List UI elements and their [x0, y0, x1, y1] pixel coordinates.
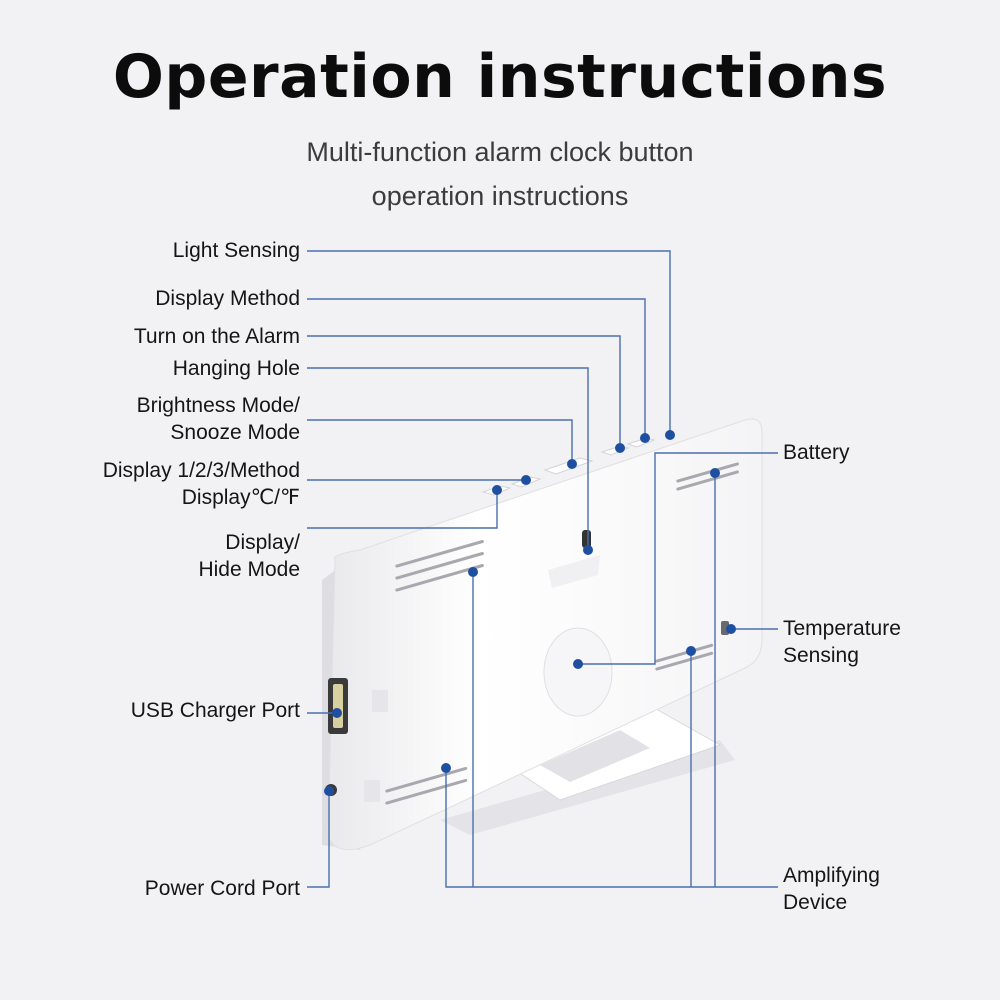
label-display123-line-1: Display 1/2/3/Method	[102, 459, 300, 482]
leader-turn-on-alarm	[307, 335, 621, 448]
dot-temperature	[726, 624, 736, 634]
label-battery: Battery	[783, 441, 850, 464]
label-amplifying-line-2: Device	[783, 891, 848, 914]
label-display-hide: Display/ Hide Mode	[198, 529, 300, 583]
dot-amplifying-4	[710, 468, 720, 478]
dot-usb-port	[332, 708, 342, 718]
label-light-sensing: Light Sensing	[172, 239, 300, 262]
label-amplifying: Amplifying Device	[783, 862, 880, 916]
leader-display-method	[307, 298, 646, 438]
label-display-method: Display Method	[155, 287, 300, 310]
dot-light-sensing	[665, 430, 675, 440]
speaker-grille-bottom-right	[655, 643, 714, 671]
device-body	[327, 418, 763, 851]
dot-amplifying-1	[441, 763, 451, 773]
leader-light-sensing	[307, 250, 671, 435]
page-subtitle: Multi-function alarm clock button operat…	[0, 130, 1000, 218]
marker-dots	[324, 430, 736, 796]
leader-amplifying	[445, 768, 778, 888]
label-display-hide-line-1: Display/	[225, 531, 300, 554]
speaker-grille-top-right	[676, 462, 739, 491]
dot-amplifying-2	[468, 567, 478, 577]
dot-display-123	[521, 475, 531, 485]
dot-power-port	[324, 786, 334, 796]
leader-battery	[578, 452, 778, 665]
dot-display-method	[640, 433, 650, 443]
speaker-grille-bottom-left	[385, 766, 468, 805]
leader-lines	[307, 250, 778, 888]
label-temperature: Temperature Sensing	[783, 615, 901, 669]
alarm-clock-device	[322, 418, 763, 851]
hanging-recess	[548, 555, 600, 588]
leader-power-port	[307, 792, 330, 888]
dot-hanging-hole	[583, 545, 593, 555]
label-turn-on-alarm: Turn on the Alarm	[133, 325, 300, 348]
label-usb-port: USB Charger Port	[130, 699, 300, 722]
page-title: Operation instructions	[112, 42, 888, 112]
stand-cutout	[540, 730, 650, 782]
label-display-123: Display 1/2/3/Method Display℃/℉	[103, 457, 300, 511]
label-hanging-hole: Hanging Hole	[172, 357, 300, 380]
label-temperature-line-1: Temperature	[783, 617, 901, 640]
label-display123-line-2: Display℃/℉	[181, 486, 300, 509]
dot-amplifying-3	[686, 646, 696, 656]
label-temperature-line-2: Sensing	[783, 644, 859, 667]
label-amplifying-line-1: Amplifying	[783, 864, 880, 887]
label-brightness-line-1: Brightness Mode/	[136, 394, 300, 417]
hanging-hole	[582, 530, 591, 548]
label-power-port: Power Cord Port	[144, 877, 300, 900]
leader-display-hide	[307, 490, 498, 529]
label-brightness-mode: Brightness Mode/ Snooze Mode	[137, 392, 300, 446]
dot-turn-on-alarm	[615, 443, 625, 453]
dot-brightness-mode	[567, 459, 577, 469]
speaker-grille-top-left	[395, 539, 484, 592]
label-display-hide-line-2: Hide Mode	[198, 558, 300, 581]
dot-battery	[573, 659, 583, 669]
subtitle-line-1: Multi-function alarm clock button	[306, 137, 694, 167]
battery-cover	[543, 627, 613, 717]
leader-brightness-mode	[307, 419, 573, 464]
label-brightness-line-2: Snooze Mode	[170, 421, 300, 444]
dot-display-hide	[492, 485, 502, 495]
leader-hanging-hole	[307, 367, 589, 548]
subtitle-line-2: operation instructions	[371, 181, 629, 211]
